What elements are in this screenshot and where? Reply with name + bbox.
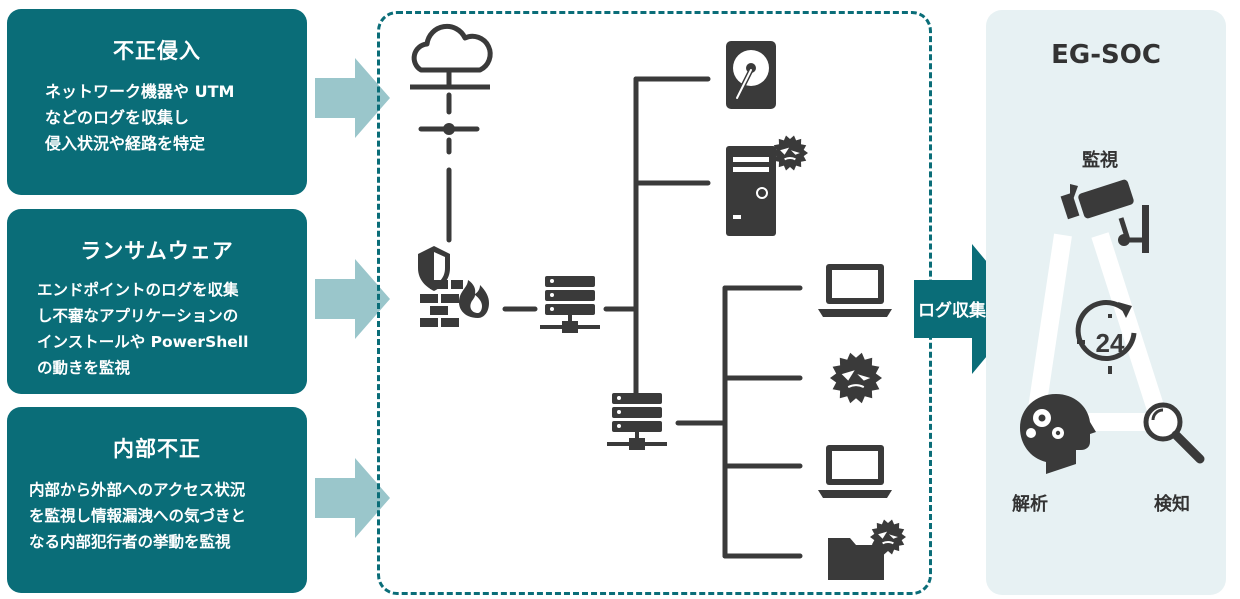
- card-line: し不審なアプリケーションの: [37, 307, 239, 325]
- card-line: 侵入状況や経路を特定: [45, 134, 206, 153]
- card-line: などのログを収集し: [45, 108, 190, 127]
- clock-number: 24: [1096, 328, 1125, 358]
- arrow-card3: [315, 458, 390, 538]
- tower-pc-icon: [726, 146, 776, 236]
- card-title: 不正侵入: [113, 39, 201, 63]
- card-insider-threat: 内部不正 内部から外部へのアクセス状況 を監視し情報漏洩への気づきと なる内部犯…: [7, 407, 307, 593]
- card-line: なる内部犯行者の挙動を監視: [29, 533, 231, 551]
- firewall-icon: [418, 246, 489, 327]
- card-line: を監視し情報漏洩への気づきと: [29, 507, 247, 525]
- arrow-card1: [315, 58, 390, 138]
- laptop-icon: [818, 445, 892, 498]
- camera-icon: [1060, 179, 1149, 253]
- card-line: の動きを監視: [37, 359, 131, 377]
- server-icon: [607, 393, 667, 450]
- card-line: インストールや PowerShell: [37, 333, 249, 351]
- clock-24-icon: 24: [1075, 300, 1137, 374]
- laptop-icon: [818, 264, 892, 317]
- log-collection-label: ログ収集: [918, 301, 986, 321]
- hdd-icon: [726, 41, 776, 109]
- analyze-label: 解析: [1012, 494, 1048, 515]
- card-line: エンドポイントのログを収集: [37, 281, 239, 299]
- cloud-icon: [410, 23, 493, 90]
- virus-icon: [772, 135, 808, 171]
- virus-icon: [830, 352, 882, 404]
- folder-icon: [828, 538, 884, 580]
- card-description: エンドポイントのログを収集 し不審なアプリケーションの インストールや Powe…: [7, 277, 307, 381]
- soc-title: EG-SOC: [1051, 40, 1161, 70]
- magnifier-icon: [1143, 402, 1205, 464]
- card-title: 内部不正: [113, 437, 201, 461]
- head-gears-icon: [1020, 394, 1096, 474]
- virus-icon: [870, 519, 906, 555]
- arrow-card2: [315, 259, 390, 339]
- card-description: ネットワーク機器や UTM などのログを収集し 侵入状況や経路を特定: [7, 79, 307, 157]
- detect-label: 検知: [1154, 494, 1190, 515]
- card-intrusion: 不正侵入 ネットワーク機器や UTM などのログを収集し 侵入状況や経路を特定: [7, 9, 307, 195]
- server-icon: [540, 276, 600, 333]
- card-line: ネットワーク機器や UTM: [45, 82, 235, 101]
- monitor-label: 監視: [1082, 150, 1118, 171]
- card-description: 内部から外部へのアクセス状況 を監視し情報漏洩への気づきと なる内部犯行者の挙動…: [7, 477, 307, 555]
- node-dot: [443, 123, 455, 135]
- card-title: ランサムウェア: [80, 239, 234, 263]
- card-line: 内部から外部へのアクセス状況: [29, 481, 246, 499]
- card-ransomware: ランサムウェア エンドポイントのログを収集 し不審なアプリケーションの インスト…: [7, 209, 307, 394]
